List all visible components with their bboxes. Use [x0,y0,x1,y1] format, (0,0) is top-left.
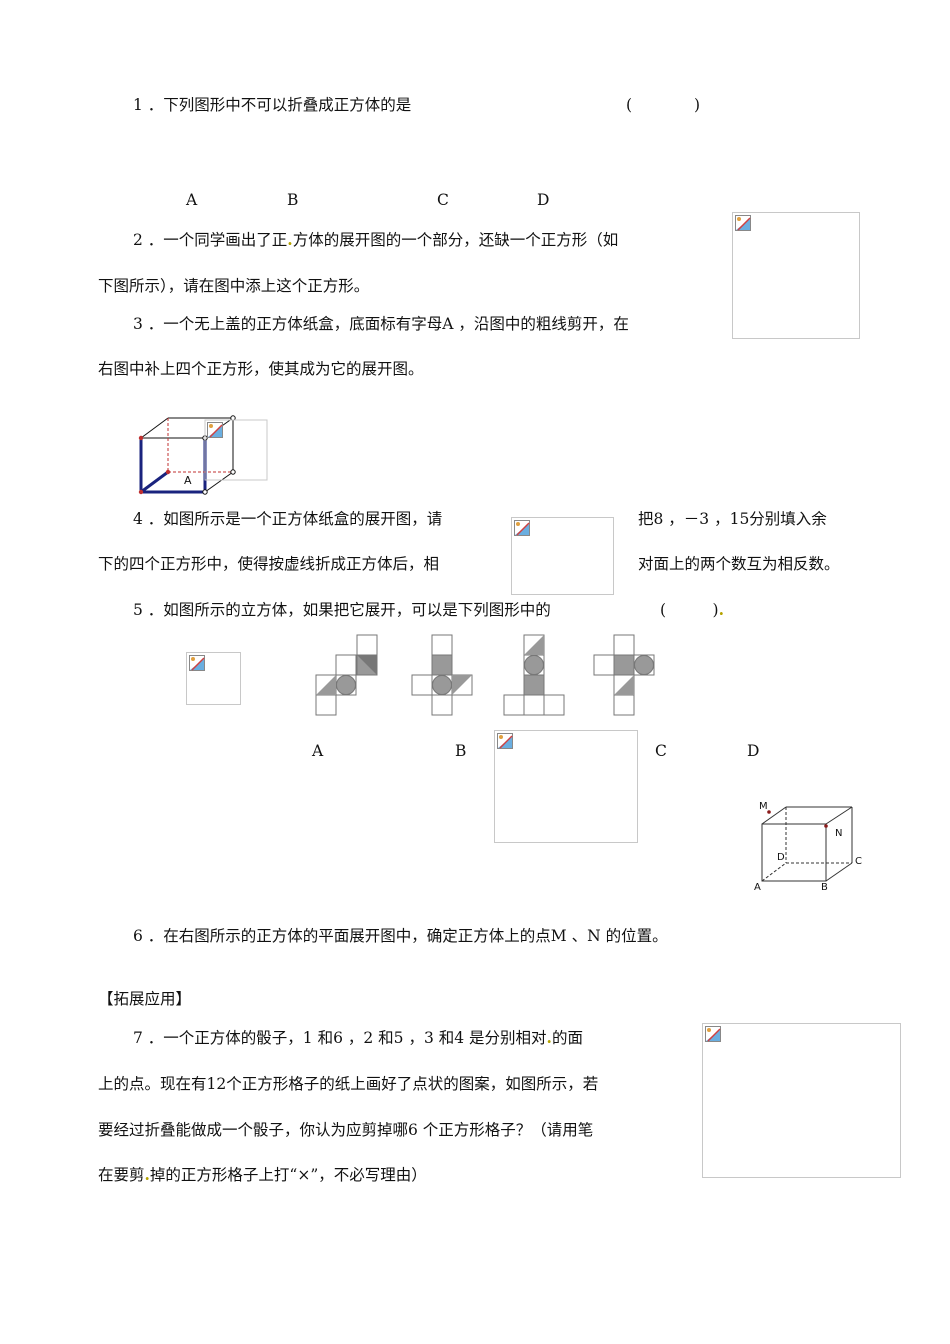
image-placeholder-q4 [511,517,614,595]
q2-line1: 2 ．一个同学画出了正.方体的展开图的一个部分，还缺一个正方形（如 [133,230,619,249]
broken-image-icon [497,733,513,749]
q6-text: 6 ．在右图所示的正方体的平面展开图中，确定正方体上的点M 、N 的位置。 [133,927,668,945]
q1-answer-paren: ( ) [626,96,701,114]
q4-line2a: 下的四个正方形中，使得按虚线折成正方体后，相 [98,555,440,573]
q1-option-d: D [537,191,550,209]
cube6-label-c: C [855,856,862,867]
q5-net-option-b [411,634,473,716]
cube6-label-d: D [777,852,785,863]
q5-text: 5 ．如图所示的立方体，如果把它展开，可以是下列图形中的 [133,601,551,619]
q5-option-c: C [655,742,667,760]
q4-line1a: 4 ．如图所示是一个正方体纸盒的展开图，请 [133,510,443,528]
q1-option-a: A [186,191,198,209]
image-placeholder-q6-net [494,730,638,843]
q4-line2b: 对面上的两个数互为相反数。 [638,555,840,573]
q3-open-cube-figure [138,415,268,495]
q5-net-option-c [503,634,565,716]
image-placeholder-q2 [732,212,860,339]
q3-cube-label-a: A [184,474,192,487]
q7-line3: 要经过折叠能做成一个骰子，你认为应剪掉哪6 个正方形格子？（请用笔 [98,1121,594,1139]
broken-image-icon [189,655,205,671]
q5-option-a: A [312,742,324,760]
q3-line2: 右图中补上四个正方形，使其成为它的展开图。 [98,360,424,378]
q5-net-option-d [593,634,655,716]
q1-option-b: B [287,191,299,209]
broken-image-icon [705,1026,721,1042]
image-placeholder-q7 [702,1023,901,1178]
q1-option-c: C [437,191,449,209]
broken-image-icon [207,422,223,438]
cube6-label-a: A [754,882,761,893]
q1-text: 1 ．下列图形中不可以折叠成正方体的是 [133,96,412,114]
broken-image-icon [514,520,530,536]
q7-line1: 7 ．一个正方体的骰子，1 和6 ，2 和5 ，3 和4 是分别相对.的面 [133,1028,583,1047]
q2-line2: 下图所示），请在图中添上这个正方形。 [98,277,370,295]
broken-image-icon [735,215,751,231]
q5-option-b: B [455,742,467,760]
q7-line4: 在要剪.掉的正方形格子上打“×”，不必写理由） [98,1165,427,1184]
q5-net-option-a [315,634,378,716]
cube6-label-b: B [821,882,828,893]
q4-line1b: 把8 ，－3 ，15分别填入余 [638,510,827,528]
section-title: 【拓展应用】 [98,990,192,1008]
image-placeholder-q5-cube [186,652,241,705]
q3-line1: 3 ．一个无上盖的正方体纸盒，底面标有字母A ，沿图中的粗线剪开，在 [133,315,629,333]
q5-answer-paren: ( ). [660,600,725,619]
cube6-label-n: N [835,828,843,839]
q7-line2: 上的点。现在有12个正方形格子的纸上画好了点状的图案，如图所示，若 [98,1075,599,1093]
q6-cube-figure [761,806,853,882]
cube6-label-m: M [759,801,768,812]
q5-option-d: D [747,742,760,760]
